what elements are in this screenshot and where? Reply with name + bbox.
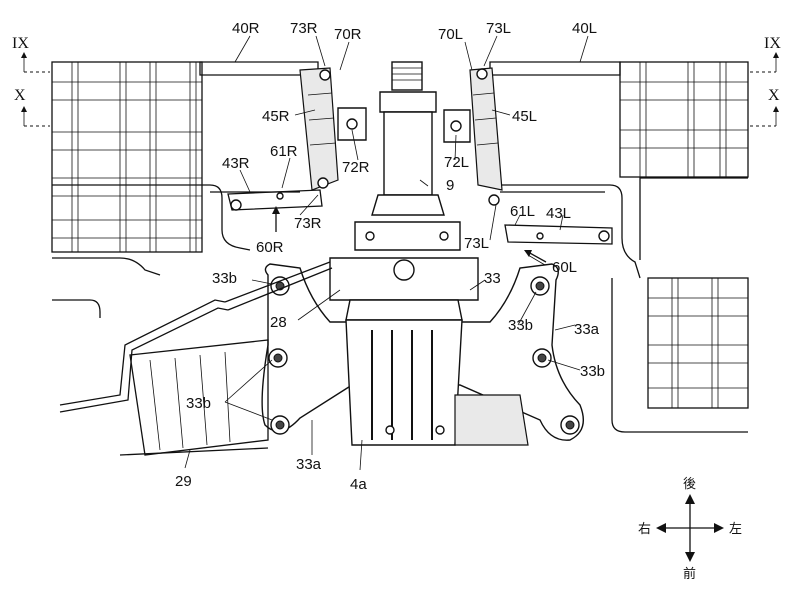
cross-member-43R	[227, 189, 323, 211]
section-markers-right: IX X	[750, 35, 781, 127]
label-73L-top: 73L	[486, 20, 511, 37]
label-33a-2: 33a	[296, 456, 322, 473]
label-33a-1: 33a	[574, 321, 600, 338]
pipe-28	[59, 261, 333, 413]
label-60L: 60L	[552, 259, 577, 276]
direction-compass: 後 前 右 左	[638, 477, 742, 582]
label-9: 9	[446, 177, 454, 194]
label-28: 28	[270, 314, 287, 331]
bracket-72L	[443, 109, 471, 143]
section-x-left: X	[14, 87, 26, 104]
label-60R: 60R	[256, 239, 284, 256]
label-40L: 40L	[572, 20, 597, 37]
label-73L-low: 73L	[464, 235, 489, 252]
label-73R-low: 73R	[294, 215, 322, 232]
arrow-60L	[524, 250, 547, 263]
section-x-right: X	[768, 87, 780, 104]
label-43R: 43R	[222, 155, 250, 172]
compass-rear: 後	[683, 477, 696, 492]
label-70L: 70L	[438, 26, 463, 43]
compass-right: 右	[638, 522, 651, 537]
reference-labels: 40R 73R 70R 70L 73L 40L 45R 45L 72R 72L …	[175, 20, 605, 493]
right-grid-frame-lower	[647, 277, 749, 409]
cross-member-43L	[504, 224, 613, 245]
label-70R: 70R	[334, 26, 362, 43]
bracket-45L	[469, 67, 503, 206]
label-33b-1: 33b	[212, 270, 237, 287]
label-73R-top: 73R	[290, 20, 318, 37]
label-61R: 61R	[270, 143, 298, 160]
label-72R: 72R	[342, 159, 370, 176]
label-4a: 4a	[350, 476, 367, 493]
gearbox-4a	[329, 257, 529, 446]
column-9	[354, 61, 461, 251]
tank-29	[119, 339, 269, 456]
label-72L: 72L	[444, 154, 469, 171]
label-33b-4: 33b	[186, 395, 211, 412]
arrow-60R	[272, 206, 280, 232]
right-grid-frame-upper	[619, 61, 749, 178]
label-33b-3: 33b	[580, 363, 605, 380]
label-29: 29	[175, 473, 192, 490]
bracket-72R	[337, 107, 367, 141]
label-33: 33	[484, 270, 501, 287]
leader-lines	[184, 35, 589, 471]
label-40R: 40R	[232, 20, 260, 37]
label-61L: 61L	[510, 203, 535, 220]
section-ix-left: IX	[12, 35, 29, 52]
section-ix-right: IX	[764, 35, 781, 52]
label-45L: 45L	[512, 108, 537, 125]
label-43L: 43L	[546, 205, 571, 222]
left-grid-frame	[51, 61, 203, 253]
compass-left: 左	[729, 522, 742, 537]
compass-front: 前	[683, 566, 696, 582]
label-45R: 45R	[262, 108, 290, 125]
section-markers-left: IX X	[12, 35, 50, 127]
label-33b-2: 33b	[508, 317, 533, 334]
bracket-45R	[299, 67, 339, 191]
